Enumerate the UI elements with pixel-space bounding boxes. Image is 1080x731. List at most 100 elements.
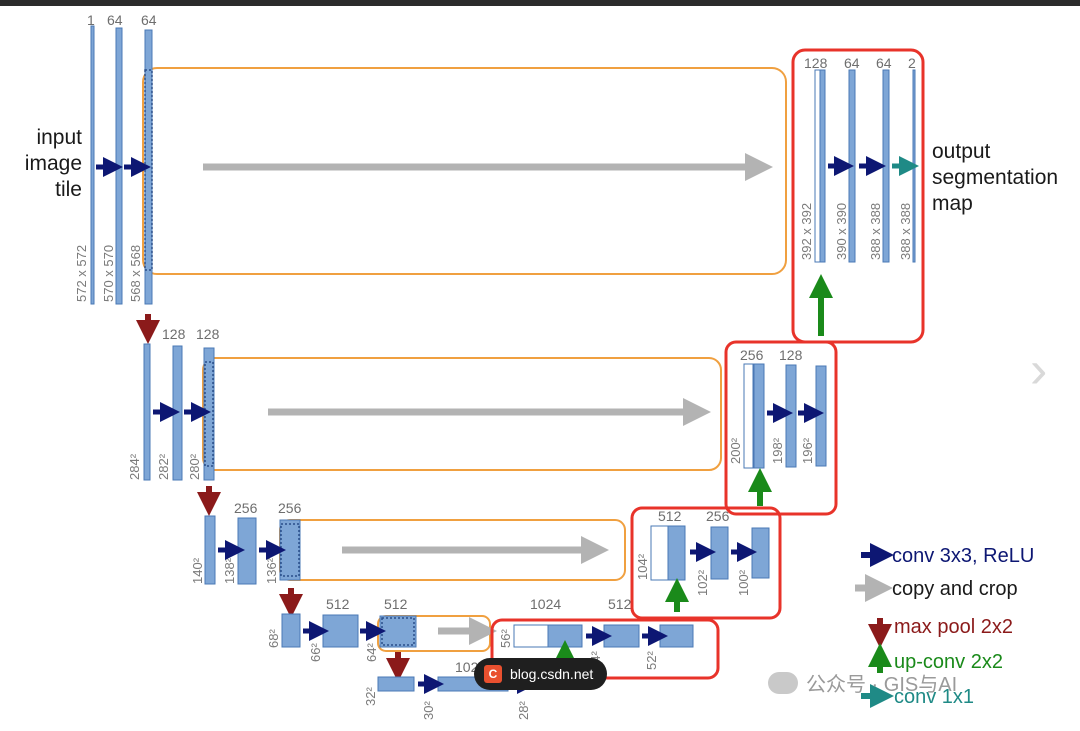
channel-label: 128 — [162, 326, 186, 342]
size-label: 280² — [187, 453, 202, 480]
size-label: 66² — [308, 643, 323, 662]
size-label: 388 x 388 — [868, 203, 883, 260]
size-label: 100² — [736, 569, 751, 596]
legend-conv-label: conv 3x3, ReLU — [892, 545, 1034, 567]
size-label: 102² — [695, 569, 710, 596]
level-2-contracting: 128 128 284² 282² 280² — [127, 326, 220, 481]
output-label-line: segmentation — [932, 166, 1058, 189]
size-label: 196² — [800, 437, 815, 464]
csdn-logo-icon: C — [484, 665, 502, 683]
output-segmentation-map-label: output segmentation map — [932, 140, 1058, 215]
crop-box-level-1 — [142, 67, 787, 275]
copied-map-u1 — [814, 69, 821, 263]
chevron-right-icon[interactable]: › — [1030, 341, 1048, 399]
channel-label: 64 — [844, 55, 860, 71]
feature-map-2-2 — [172, 345, 183, 481]
level-4-contracting: 512 512 68² 66² 64² — [266, 596, 417, 662]
feature-map-u1-2 — [848, 69, 856, 263]
feature-map-u4-3 — [659, 624, 694, 648]
size-label: 388 x 388 — [898, 203, 913, 260]
legend-upconv-label: up-conv 2x2 — [894, 651, 1003, 673]
output-label-line: map — [932, 192, 973, 215]
size-label: 568 x 568 — [128, 245, 143, 302]
highlight-box-u3 — [630, 506, 782, 620]
upsampled-map-u4 — [547, 624, 583, 648]
level-3-contracting: 256 256 140² 138² 136² — [190, 500, 302, 585]
wechat-watermark-text: 公众号 · GIS与AI — [806, 674, 958, 696]
feature-map-u4-2 — [603, 624, 640, 648]
size-label: 56² — [498, 629, 513, 648]
wechat-icon — [768, 671, 798, 694]
up-level-3: 512 256 104² 102² 100² — [635, 508, 770, 612]
top-window-bar — [0, 0, 1080, 6]
legend-conv1-label: conv 1x1 — [894, 686, 974, 708]
unet-svg: 1 64 64 572 x 572 570 x 570 568 x 568 in… — [25, 12, 1058, 720]
feature-map-3-3 — [279, 519, 301, 581]
feature-map-1-2 — [115, 27, 123, 305]
feature-map-1-1 — [90, 25, 95, 305]
legend-pool-label: max pool 2x2 — [894, 616, 1013, 638]
feature-map-4-2 — [322, 614, 359, 648]
size-label: 390 x 390 — [834, 203, 849, 260]
feature-map-u2-2 — [785, 364, 797, 468]
size-label: 64² — [364, 643, 379, 662]
copied-map-u3 — [650, 525, 669, 581]
wechat-watermark: 公众号 · GIS与AI — [768, 668, 957, 697]
size-label: 572 x 572 — [74, 245, 89, 302]
input-label-line: input — [36, 126, 82, 149]
size-label: 392 x 392 — [799, 203, 814, 260]
csdn-watermark: C blog.csdn.net — [474, 658, 608, 690]
highlight-box-u1 — [791, 48, 925, 344]
channel-label: 512 — [384, 596, 408, 612]
upsampled-map-u3 — [667, 525, 686, 581]
feature-map-5-1 — [377, 676, 415, 692]
channel-label: 256 — [278, 500, 302, 516]
up-level-2: 256 128 200² 198² 196² — [728, 347, 827, 506]
feature-map-4-3 — [379, 615, 417, 648]
upsampled-map-u2 — [753, 363, 765, 469]
csdn-watermark-text: blog.csdn.net — [510, 666, 594, 682]
input-label-line: tile — [55, 178, 82, 201]
channel-label: 512 — [658, 508, 682, 524]
input-label-line: image — [25, 152, 82, 175]
channel-label: 64 — [876, 55, 892, 71]
feature-map-u2-3 — [815, 365, 827, 467]
channel-label: 128 — [779, 347, 803, 363]
size-label: 140² — [190, 557, 205, 584]
channel-label: 64 — [141, 12, 157, 28]
size-label: 30² — [421, 701, 436, 720]
feature-map-4-1 — [281, 613, 301, 648]
channel-label: 256 — [740, 347, 764, 363]
size-label: 138² — [222, 557, 237, 584]
level-1-contracting: 1 64 64 572 x 572 570 x 570 568 x 568 — [74, 12, 157, 305]
size-label: 68² — [266, 629, 281, 648]
channel-label: 128 — [804, 55, 828, 71]
channel-label: 128 — [196, 326, 220, 342]
size-label: 104² — [635, 553, 650, 580]
legend: conv 3x3, ReLU copy and crop max pool 2x… — [855, 543, 1034, 708]
feature-map-u1-3 — [882, 69, 890, 263]
copied-map-u2 — [743, 363, 754, 469]
channel-label: 512 — [326, 596, 350, 612]
feature-map-u3-2 — [710, 526, 729, 580]
copied-map-u4 — [513, 624, 549, 648]
copy-arrows — [203, 153, 773, 645]
size-label: 136² — [264, 557, 279, 584]
highlight-box-u2 — [724, 340, 838, 516]
output-map — [912, 69, 916, 263]
size-label: 282² — [156, 453, 171, 480]
feature-map-2-1 — [143, 343, 151, 481]
channel-label: 1024 — [530, 596, 561, 612]
channel-label: 1 — [87, 12, 95, 28]
channel-label: 256 — [706, 508, 730, 524]
up-level-1: 128 64 64 2 392 x 392 390 x 390 388 x 38… — [799, 55, 919, 336]
upsampled-map-u1 — [819, 69, 826, 263]
size-label: 570 x 570 — [101, 245, 116, 302]
output-label-line: output — [932, 140, 991, 163]
unet-diagram: 1 64 64 572 x 572 570 x 570 568 x 568 in… — [0, 6, 1080, 726]
size-label: 52² — [644, 651, 659, 670]
channel-label: 2 — [908, 55, 916, 71]
channel-label: 512 — [608, 596, 632, 612]
feature-map-1-3 — [144, 29, 153, 305]
size-label: 28² — [516, 701, 531, 720]
